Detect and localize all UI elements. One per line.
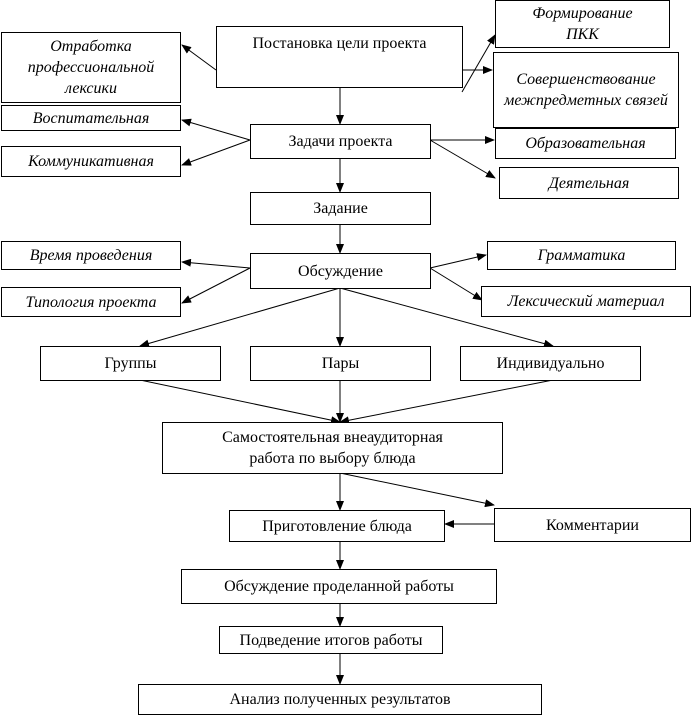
arrow [139,379,341,425]
node-review: Обсуждение проделанной работы [181,569,497,604]
node-vocab: Отработка профессиональной лексики [1,32,181,103]
node-cooking: Приготовление блюда [229,510,445,542]
node-summary: Подведение итогов работы [219,626,443,654]
node-selfwork: Самостоятельная внеаудиторная работа по … [162,422,503,474]
arrow [339,379,554,425]
arrow [181,258,251,269]
arrow [429,267,483,301]
node-pkk: Формирование ПКК [495,0,670,48]
node-pairs: Пары [250,346,431,381]
node-interdisc: Совершенствование межпредметных связей [493,52,679,128]
arrow [181,118,251,141]
node-educational: Образовательная [495,128,676,159]
arrow [181,44,217,71]
node-comments: Комментарии [494,508,691,542]
node-assignment: Задание [250,192,431,225]
node-groups: Группы [40,346,221,381]
node-communicative: Коммуникативная [1,146,181,177]
node-analysis: Анализ полученных результатов [138,684,542,715]
node-typology: Типология проекта [1,287,181,317]
node-tasks: Задачи проекта [250,124,431,159]
arrow [429,253,487,269]
arrow [461,34,496,93]
node-upbringing: Воспитательная [1,105,181,131]
arrow [181,267,251,304]
arrow [139,287,341,348]
arrow [339,287,554,348]
arrow [339,472,495,508]
node-discussion: Обсуждение [250,253,431,289]
node-activity: Деятельная [499,167,679,199]
arrow [429,139,496,179]
node-time: Время проведения [1,241,181,270]
node-lexical: Лексический материал [481,286,691,317]
node-goal: Постановка цели проекта [216,26,463,88]
arrow [181,139,251,166]
node-grammar: Грамматика [487,241,676,270]
node-individual: Индивидуально [460,346,641,381]
